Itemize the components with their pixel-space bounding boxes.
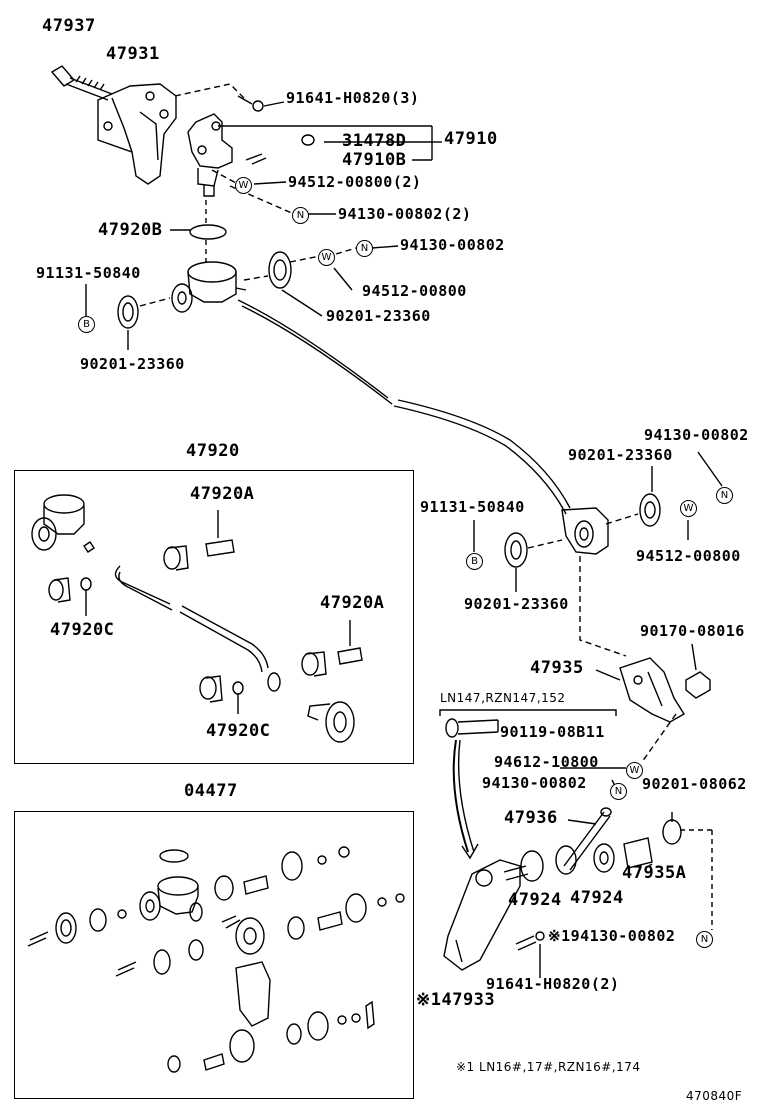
box-04477	[14, 811, 414, 1099]
label-31478d: 31478D	[342, 131, 407, 151]
label-washer-08062: 90201-08062	[642, 775, 747, 793]
label-figure-id: 470840F	[686, 1089, 743, 1103]
banjo-fitting-top	[171, 261, 247, 313]
bolt-h0820-top	[237, 95, 264, 112]
label-bolt-h0820-3: 91641-H0820(3)	[286, 89, 420, 107]
label-nut-00802-2: 94130-00802(2)	[338, 205, 472, 223]
label-47935a: 47935A	[622, 863, 687, 883]
label-nut-00802-top: 94130-00802	[400, 236, 505, 254]
label-47910b: 47910B	[342, 150, 407, 170]
box-47920	[14, 470, 414, 764]
lever-47935	[619, 657, 685, 723]
bolt-47937	[50, 65, 113, 101]
label-nut-00802-right: 94130-00802	[644, 426, 749, 444]
label-47936: 47936	[504, 808, 558, 828]
label-47924-1: 47924	[508, 890, 562, 910]
label-footnote: ※1 LN16#,17#,RZN16#,174	[456, 1060, 641, 1074]
label-47920b: 47920B	[98, 220, 163, 240]
label-47920c-2: 47920C	[206, 721, 271, 741]
label-gasket-23360-mid: 90201-23360	[326, 307, 431, 325]
label-47937: 47937	[42, 16, 96, 36]
tag-n-top: N	[356, 240, 373, 257]
tag-w-washer: W	[235, 177, 252, 194]
box-04477-parts	[27, 846, 405, 1073]
label-bolt-50840-right: 91131-50840	[420, 498, 525, 516]
banjo-fitting-right	[561, 507, 609, 555]
label-applicability: LN147,RZN147,152	[440, 691, 566, 705]
label-washer-00800-2: 94512-00800(2)	[288, 173, 422, 191]
label-04477: 04477	[184, 781, 238, 801]
label-nut-00802-bracket: ※194130-00802	[548, 927, 676, 945]
label-washer-00800-right: 94512-00800	[636, 547, 741, 565]
tag-w-right: W	[680, 500, 697, 517]
bolt-08b11	[445, 718, 499, 738]
label-gasket-23360-right: 90201-23360	[568, 446, 673, 464]
tag-n-right: N	[716, 487, 733, 504]
tag-w-top: W	[318, 249, 335, 266]
label-47931: 47931	[106, 44, 160, 64]
label-gasket-23360-lower: 90201-23360	[464, 595, 569, 613]
label-47933: ※147933	[416, 990, 496, 1010]
box-47920-parts	[31, 494, 363, 743]
label-bolt-50840-left: 91131-50840	[36, 264, 141, 282]
label-nut-00802-lower: 94130-00802	[482, 774, 587, 792]
bracket-47933	[443, 859, 521, 971]
label-47935: 47935	[530, 658, 584, 678]
bracket-47931	[97, 83, 177, 185]
label-47924-2: 47924	[570, 888, 624, 908]
label-47920c-1: 47920C	[50, 620, 115, 640]
label-bolt-08b11: 90119-08B11	[500, 723, 605, 741]
label-47920: 47920	[186, 441, 240, 461]
label-47920a-2: 47920A	[320, 593, 385, 613]
label-bushing-08016: 90170-08016	[640, 622, 745, 640]
label-47910: 47910	[444, 129, 498, 149]
tag-n-bracket: N	[696, 931, 713, 948]
label-47920a-1: 47920A	[190, 484, 255, 504]
tag-n-nut: N	[292, 207, 309, 224]
tag-b-left: B	[78, 316, 95, 333]
label-gasket-23360-left: 90201-23360	[80, 355, 185, 373]
tag-w-lower: W	[626, 762, 643, 779]
label-washer-10800: 94612-10800	[494, 753, 599, 771]
tag-n-lower: N	[610, 783, 627, 800]
label-bolt-h0820-2: 91641-H0820(2)	[486, 975, 620, 993]
tag-b-right: B	[466, 553, 483, 570]
label-washer-00800-top: 94512-00800	[362, 282, 467, 300]
